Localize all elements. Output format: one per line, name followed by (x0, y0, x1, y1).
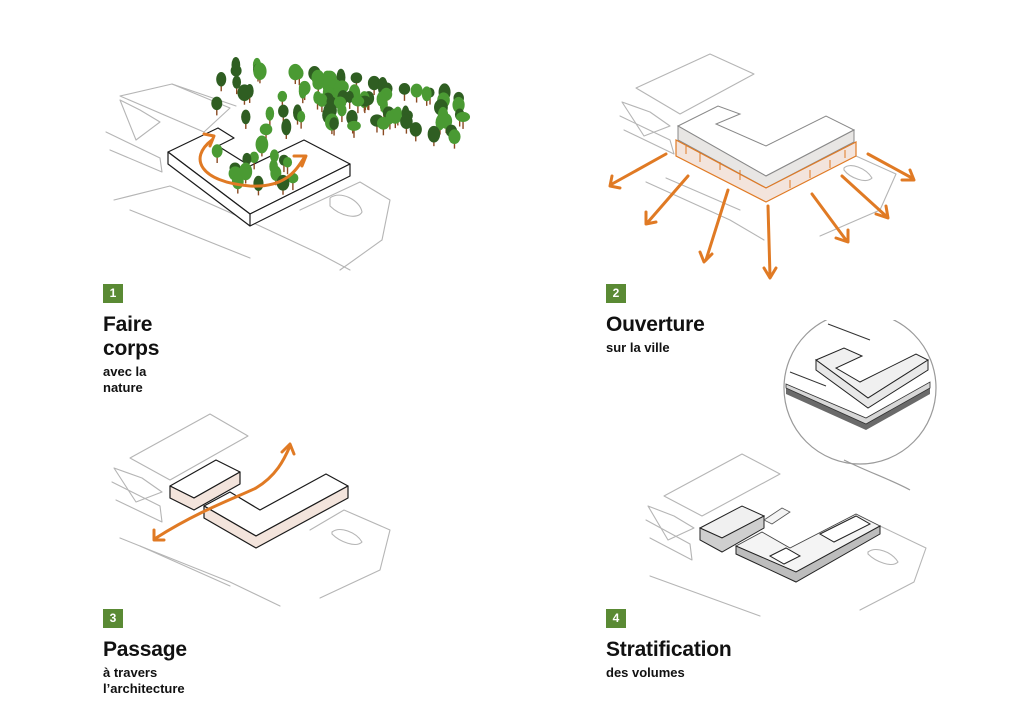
illustration-building-among-trees (105, 57, 471, 271)
tree-icon (409, 122, 422, 142)
building-l-shape (675, 105, 857, 203)
panel-subtitle: avec la nature (103, 364, 147, 395)
panel-title: Stratification (606, 638, 732, 661)
tree-icon (253, 62, 267, 84)
passage-arrow (154, 444, 292, 540)
detail-circle (783, 320, 937, 465)
illustration-passage-between-volumes (111, 413, 391, 607)
tree-icon (337, 103, 347, 123)
tree-icon (255, 135, 269, 157)
tree-icon (211, 96, 223, 116)
arrowhead (152, 528, 166, 542)
tree-icon (211, 144, 223, 164)
site-context (105, 83, 391, 271)
site-context (111, 413, 391, 607)
illustration-building-opening-arrows (608, 53, 916, 280)
tree-icon (435, 114, 445, 135)
arrowhead (292, 154, 308, 168)
step-badge: 3 (103, 609, 123, 628)
tree-icon (232, 75, 242, 95)
panel-subtitle: des volumes (606, 665, 685, 680)
tree-icon (448, 129, 461, 149)
tree-icon (237, 84, 252, 105)
tree-icon (283, 157, 293, 175)
tree-icon (281, 118, 292, 139)
tree-icon (298, 83, 307, 104)
tree-icon (351, 95, 365, 114)
tree-icon (316, 93, 328, 113)
tree-icon (410, 83, 423, 103)
tree-icon (398, 83, 411, 101)
tree-cluster (211, 57, 471, 196)
volume-small-stratified (698, 505, 791, 553)
panel-subtitle: à travers l’architecture (103, 665, 185, 696)
step-badge: 4 (606, 609, 626, 628)
step-badge: 1 (103, 284, 123, 303)
tree-icon (421, 86, 432, 106)
arrowhead (202, 132, 216, 148)
tree-icon (347, 120, 361, 138)
tree-icon (241, 109, 251, 129)
tree-icon (329, 117, 339, 136)
radiating-arrows (608, 152, 916, 280)
tree-icon (297, 110, 306, 129)
tree-icon (367, 75, 381, 96)
panel-title: Passage (103, 638, 187, 661)
volume-l-stratified (734, 513, 881, 583)
step-badge: 2 (606, 284, 626, 303)
tree-icon (249, 151, 259, 170)
tree-icon (427, 125, 441, 147)
tree-icon (239, 162, 253, 184)
tree-icon (376, 116, 390, 136)
volume-small (169, 459, 241, 511)
tree-icon (400, 114, 413, 134)
tree-icon (216, 72, 227, 92)
tree-icon (295, 67, 304, 86)
illustration-stratified-volumes (645, 320, 937, 617)
volume-l-shape (203, 473, 349, 549)
tree-icon (456, 111, 471, 129)
panel-title: Faire corps (103, 313, 160, 360)
panel-subtitle: sur la ville (606, 340, 670, 355)
panel-title: Ouverture (606, 313, 705, 336)
curved-arrow (198, 138, 306, 188)
arrowhead (280, 442, 296, 456)
tree-icon (265, 106, 275, 126)
